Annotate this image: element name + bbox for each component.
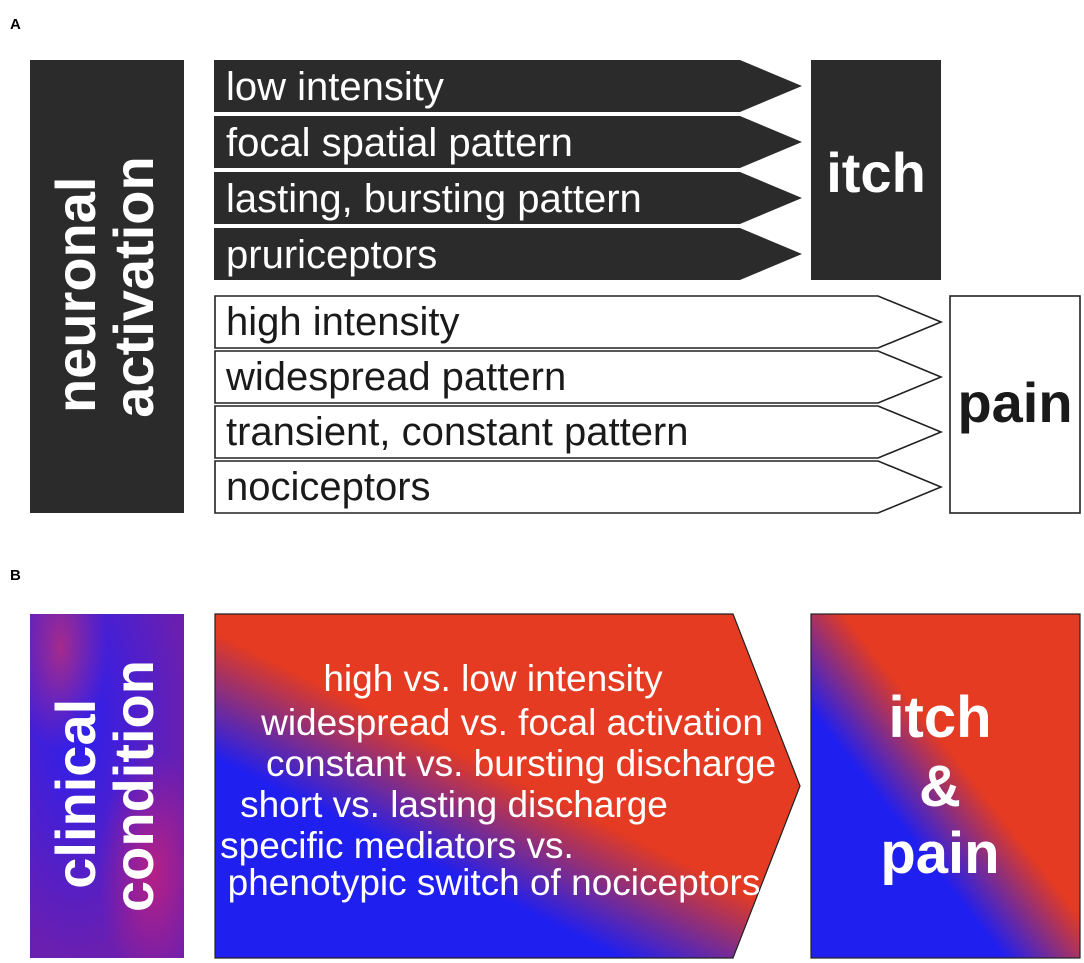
itch-outcome-label: itch [826, 141, 926, 204]
contrast-line: widespread vs. focal activation [260, 702, 763, 743]
itch-and-pain-label: itch & pain [880, 685, 999, 886]
contrast-arrow [214, 613, 801, 959]
itch-feature-arrow [214, 172, 802, 224]
clinical-condition-label: clinical condition [44, 660, 165, 912]
contrast-line: high vs. low intensity [323, 658, 663, 699]
itch-feature-arrow [214, 60, 802, 112]
neuronal-activation-box [30, 60, 184, 513]
outcome-word-ampersand: & [919, 754, 961, 819]
pain-feature-arrows: high intensity widespread pattern transi… [214, 295, 944, 514]
neuronal-activation-label: neuronal activation [44, 156, 165, 417]
pain-feature-arrow [214, 460, 944, 514]
itch-feature-arrow [214, 116, 802, 168]
itch-feature-label: low intensity [226, 65, 444, 109]
pain-feature-arrow [214, 295, 944, 349]
itch-outcome-box [811, 60, 941, 280]
pain-feature-arrow [214, 405, 944, 459]
panel-label-a: A [10, 16, 21, 33]
outcome-word-itch: itch [888, 685, 991, 750]
pain-outcome-box [949, 295, 1081, 514]
contrast-line: specific mediators vs. [220, 825, 574, 866]
contrast-line: constant vs. bursting discharge [266, 743, 776, 784]
pain-outcome-label: pain [957, 371, 1072, 434]
panel-label-b: B [10, 567, 21, 584]
itch-feature-label: pruriceptors [226, 233, 437, 277]
itch-feature-arrows: low intensity focal spatial pattern last… [214, 60, 802, 280]
contrast-list: high vs. low intensity widespread vs. fo… [220, 658, 776, 903]
pain-feature-label: high intensity [226, 300, 459, 344]
pain-feature-arrow [214, 350, 944, 404]
pain-feature-label: widespread pattern [225, 355, 566, 399]
outcome-word-pain: pain [880, 821, 999, 886]
contrast-line: phenotypic switch of nociceptors [228, 862, 761, 903]
contrast-line: short vs. lasting discharge [240, 784, 668, 825]
itch-feature-label: focal spatial pattern [226, 121, 573, 165]
itch-feature-arrow [214, 228, 802, 280]
itch-and-pain-box [810, 613, 1081, 959]
pain-feature-label: transient, constant pattern [226, 410, 689, 454]
pain-feature-label: nociceptors [226, 465, 431, 509]
clinical-condition-texture [30, 614, 184, 958]
itch-feature-label: lasting, bursting pattern [226, 177, 642, 221]
